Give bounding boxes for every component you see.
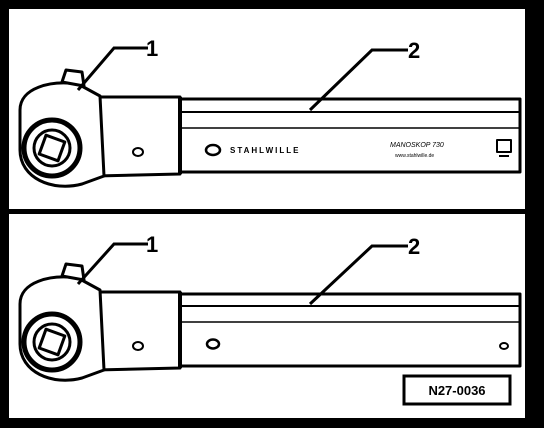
figure-id-box: N27-0036	[402, 374, 512, 406]
top-wrench-handle	[174, 97, 522, 174]
bottom-callout-1: 1	[76, 232, 158, 286]
bottom-neck-rivet	[132, 341, 144, 351]
bottom-wrench-handle	[174, 292, 522, 368]
top-handle-text-1: MANOSKOP 730	[390, 142, 444, 149]
top-reversing-lever	[60, 68, 86, 88]
top-callout-1-label: 1	[146, 36, 158, 61]
top-square-drive	[37, 133, 67, 163]
figure-id-frame	[402, 374, 512, 406]
figure-id-label: N27-0036	[428, 383, 485, 398]
top-logo-mark	[204, 143, 222, 157]
bottom-end-mark	[499, 342, 509, 350]
top-brand-text: STAHLWILLE	[230, 146, 301, 155]
top-neck-rivet	[132, 147, 144, 157]
top-leader-line-1	[76, 46, 148, 91]
bottom-leader-line-2	[308, 244, 408, 306]
top-callout-2: 2	[308, 38, 420, 112]
bottom-wrench	[18, 262, 522, 382]
bottom-square-drive	[37, 327, 67, 357]
top-leader-line-2	[308, 48, 408, 112]
bottom-callout-2-label: 2	[408, 234, 420, 259]
bottom-reversing-lever	[60, 262, 86, 282]
top-wrench	[18, 68, 522, 188]
top-callout-1: 1	[76, 36, 158, 91]
bottom-leader-line-1	[76, 242, 148, 286]
bottom-logo-mark	[205, 338, 221, 350]
bottom-callout-1-label: 1	[146, 232, 158, 257]
bottom-wrench-neck	[94, 290, 182, 372]
top-handle-text-2: www.stahlwille.de	[395, 153, 434, 159]
bottom-callout-2: 2	[308, 234, 420, 306]
top-window-icon	[496, 139, 512, 153]
top-callout-2-label: 2	[408, 38, 420, 63]
top-wrench-neck	[94, 95, 182, 178]
